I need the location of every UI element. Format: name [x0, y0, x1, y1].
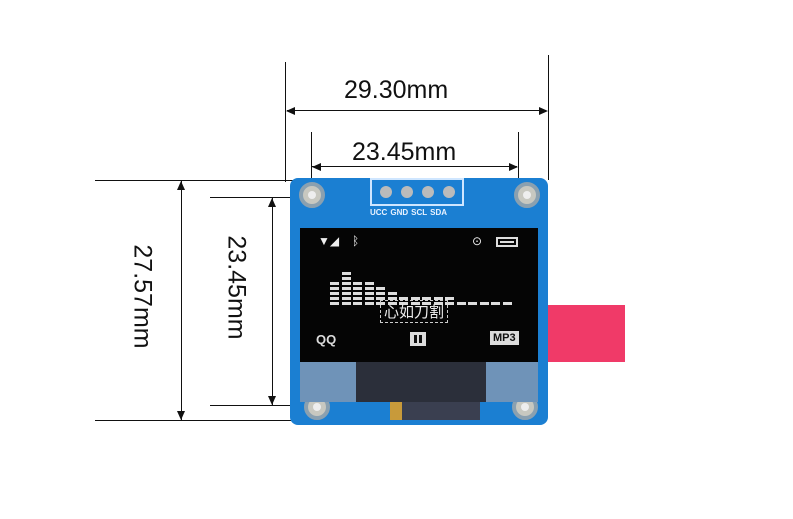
equalizer-bars — [330, 266, 520, 306]
outer-height-label: 27.57mm — [128, 244, 157, 349]
battery-icon — [496, 237, 518, 247]
equalizer-segment — [341, 302, 351, 305]
equalizer-segment — [330, 292, 339, 295]
dim-line — [312, 166, 517, 167]
equalizer-segment — [341, 292, 351, 295]
equalizer-segment — [341, 282, 351, 285]
equalizer-segment — [364, 292, 374, 295]
song-title: 心如刀割 — [380, 300, 449, 323]
equalizer-segment — [387, 302, 397, 305]
equalizer-segment — [330, 287, 339, 290]
equalizer-segment — [341, 287, 351, 290]
flex-cable-tab — [545, 305, 625, 362]
pin-label: GND — [390, 208, 409, 217]
equalizer-segment — [399, 297, 408, 300]
equalizer-segment — [422, 297, 431, 300]
flex-cable — [390, 402, 480, 420]
equalizer-segment — [387, 297, 397, 300]
pin-header — [370, 178, 464, 206]
dim-line — [548, 55, 549, 180]
equalizer-segment — [353, 297, 362, 300]
alarm-icon: ⊙ — [472, 234, 483, 248]
dim-line — [285, 62, 286, 182]
equalizer-segment — [445, 297, 454, 300]
equalizer-segment — [468, 302, 477, 305]
equalizer-segment — [341, 277, 351, 280]
equalizer-segment — [353, 292, 362, 295]
dim-line — [95, 180, 300, 181]
pin-label: SDA — [430, 208, 448, 217]
equalizer-segment — [399, 302, 408, 305]
equalizer-segment — [422, 302, 431, 305]
equalizer-segment — [433, 297, 443, 300]
equalizer-segment — [479, 302, 489, 305]
pin-label: UCC — [370, 208, 388, 217]
arrow-left-icon — [312, 163, 321, 171]
equalizer-segment — [502, 302, 512, 305]
bluetooth-icon: ᛒ — [352, 234, 360, 248]
equalizer-segment — [364, 287, 374, 290]
arrow-down-icon — [268, 396, 276, 405]
equalizer-segment — [330, 297, 339, 300]
mounting-hole — [514, 182, 540, 208]
dim-line — [287, 110, 546, 111]
pin — [380, 186, 392, 198]
equalizer-segment — [410, 297, 420, 300]
arrow-up-icon — [268, 198, 276, 207]
pause-icon — [410, 332, 426, 346]
dim-line — [210, 405, 315, 406]
equalizer-segment — [445, 302, 454, 305]
arrow-right-icon — [509, 163, 518, 171]
dim-line — [181, 181, 182, 420]
qq-label: QQ — [316, 332, 337, 347]
equalizer-segment — [387, 292, 397, 295]
dim-line — [95, 420, 310, 421]
equalizer-segment — [353, 282, 362, 285]
equalizer-segment — [410, 302, 420, 305]
arrow-up-icon — [177, 181, 185, 190]
equalizer-segment — [353, 302, 362, 305]
glass-edge — [300, 362, 538, 402]
arrow-down-icon — [177, 411, 185, 420]
mp3-label: MP3 — [490, 331, 519, 345]
pin-label: SCL — [411, 208, 428, 217]
dim-line — [272, 198, 273, 405]
equalizer-segment — [330, 282, 339, 285]
equalizer-segment — [376, 292, 385, 295]
equalizer-segment — [364, 282, 374, 285]
pin — [401, 186, 413, 198]
arrow-left-icon — [286, 107, 295, 115]
equalizer-segment — [341, 272, 351, 275]
equalizer-segment — [330, 302, 339, 305]
hole-height-label: 23.45mm — [222, 235, 251, 340]
equalizer-segment — [364, 302, 374, 305]
equalizer-segment — [353, 287, 362, 290]
signal-icon: ▼◢ — [318, 234, 340, 248]
equalizer-segment — [341, 297, 351, 300]
pin — [443, 186, 455, 198]
outer-width-label: 29.30mm — [344, 76, 449, 104]
equalizer-segment — [456, 302, 466, 305]
pin — [422, 186, 434, 198]
hole-width-label: 23.45mm — [352, 138, 457, 166]
arrow-right-icon — [539, 107, 548, 115]
dim-line — [311, 132, 312, 190]
equalizer-segment — [433, 302, 443, 305]
mounting-hole — [304, 394, 330, 420]
equalizer-segment — [376, 287, 385, 290]
equalizer-segment — [491, 302, 500, 305]
equalizer-segment — [364, 297, 374, 300]
dim-line — [210, 197, 305, 198]
equalizer-segment — [376, 297, 385, 300]
dim-line — [518, 132, 519, 190]
oled-screen: ▼◢ ᛒ ⊙ 心如刀割 QQ MP3 — [300, 228, 538, 362]
mounting-hole — [299, 182, 325, 208]
